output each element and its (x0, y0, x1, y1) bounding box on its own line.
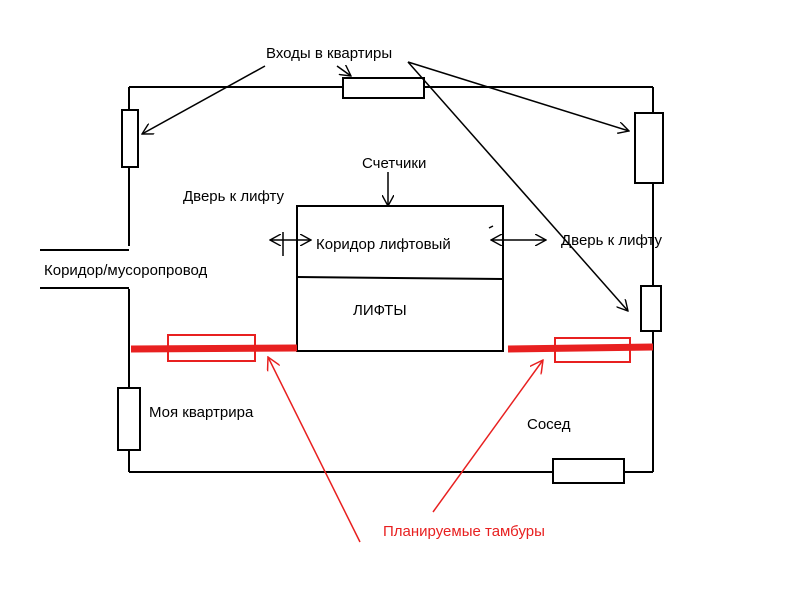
door-top-left (121, 109, 139, 168)
entrance-arrows (142, 61, 629, 311)
entrance-arrow-right (407, 61, 629, 131)
elevator-corridor-label: Коридор лифтовый (316, 236, 451, 253)
door-arrows (270, 225, 546, 256)
planned-vestibules-label: Планируемые тамбуры (383, 523, 545, 540)
door-my-apartment (117, 387, 141, 451)
vestibule-arrow-right (432, 360, 543, 513)
corridor-opening (40, 249, 129, 289)
planned-vestibules (130, 334, 654, 543)
door-to-elevator-right-label: Дверь к лифту (561, 232, 663, 249)
meters-label: Счетчики (362, 155, 427, 172)
elevator-corridor-divider (296, 276, 504, 280)
vestibule-door-right (554, 337, 631, 363)
vestibule-wall-left (130, 344, 298, 353)
entrance-arrow-right-lower (407, 61, 628, 311)
door-neighbor (552, 458, 625, 484)
door-top-right (634, 112, 664, 184)
door-right-middle (640, 285, 662, 332)
vestibule-wall-right (507, 343, 654, 353)
my-apartment-label: Моя квартрира (149, 404, 254, 421)
vestibule-door-left (167, 334, 256, 362)
entrance-arrow-center (336, 66, 351, 76)
door-top-center (342, 77, 425, 99)
apartment-doors (117, 77, 664, 484)
neighbor-label: Сосед (527, 416, 571, 433)
corridor-chute-label: Коридор/мусоропровод (44, 262, 208, 279)
entrances-label: Входы в квартиры (266, 45, 393, 62)
vestibule-arrow-left (268, 357, 361, 543)
elevators-label: ЛИФТЫ (353, 302, 407, 319)
entrance-arrow-left (142, 65, 266, 134)
door-to-elevator-left-label: Дверь к лифту (183, 188, 285, 205)
